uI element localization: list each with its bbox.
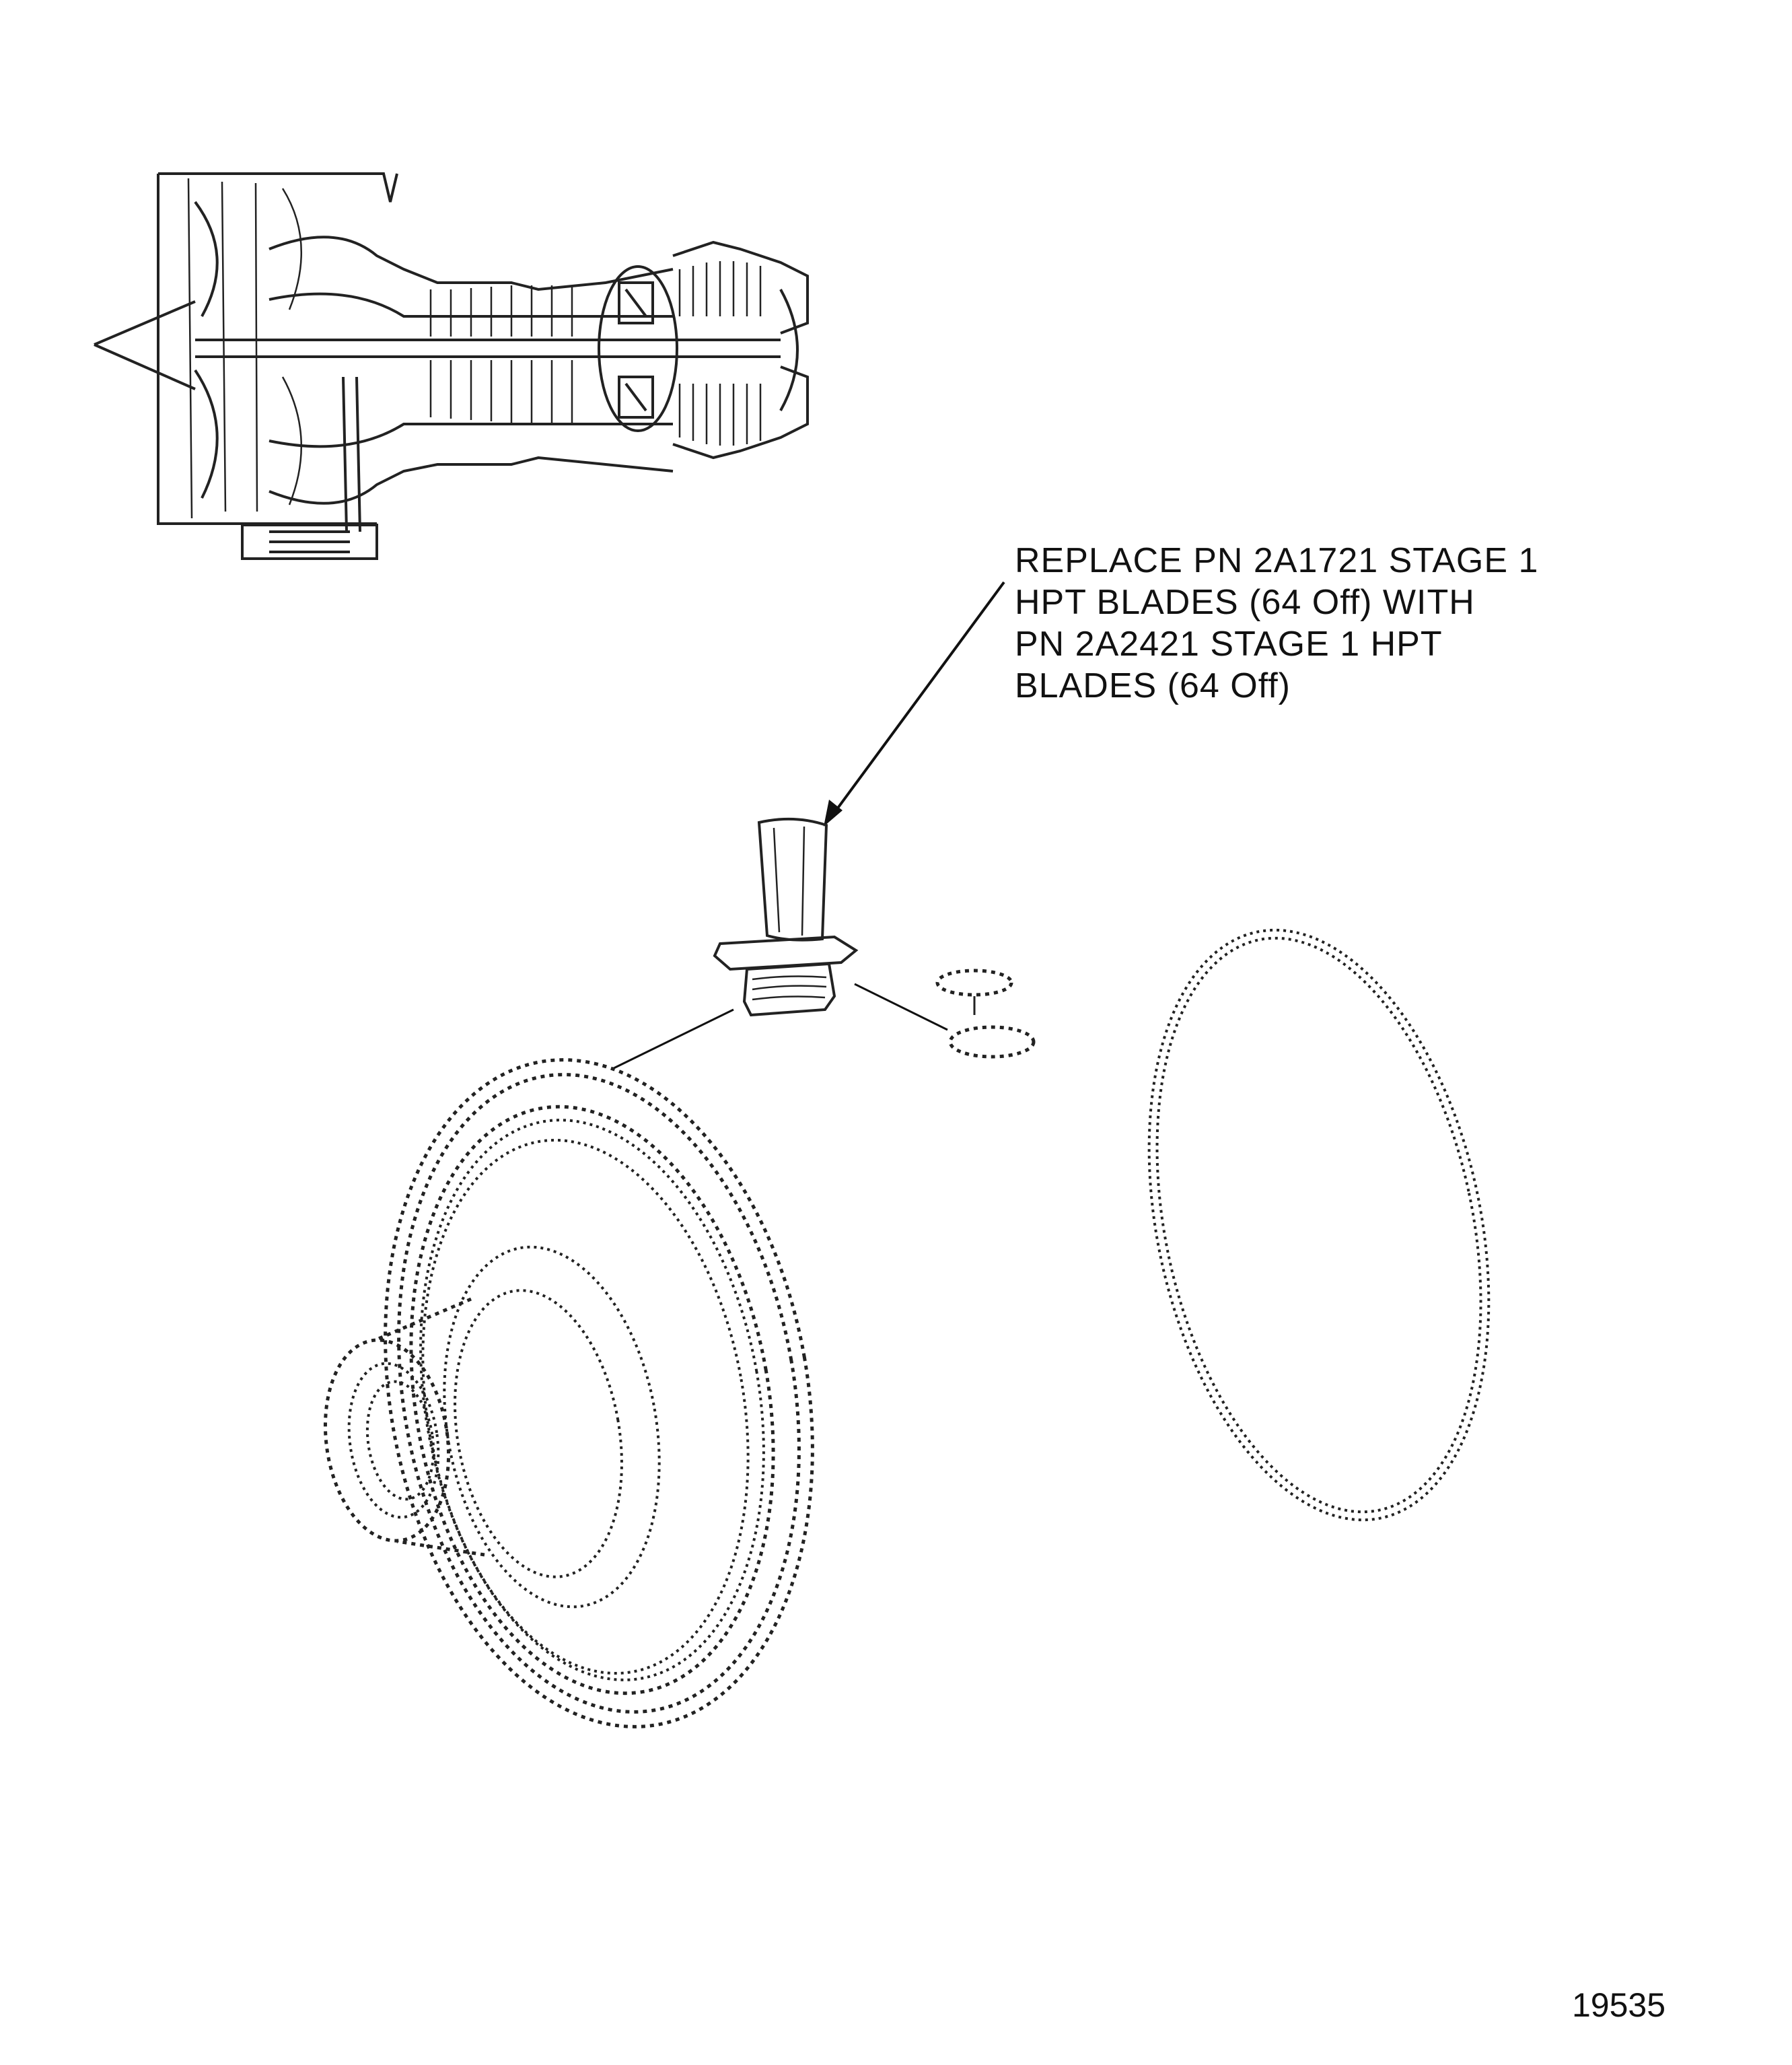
retainer-parts (935, 969, 1036, 1059)
blade-to-retainer-line (854, 983, 948, 1031)
callout-text: REPLACE PN 2A1721 STAGE 1 HPT BLADES (64… (1015, 540, 1688, 707)
callout-line-2: HPT BLADES (64 Off) WITH (1015, 583, 1475, 622)
blade-to-disk-line (612, 1008, 734, 1070)
turbine-disk (323, 1058, 814, 1728)
figure-number: 19535 (1572, 1986, 1666, 2024)
hpt-blade (713, 817, 859, 1017)
callout-line-3: PN 2A2421 STAGE 1 HPT (1015, 625, 1443, 664)
seal-ring (1147, 928, 1491, 1522)
engine-cross-section (94, 172, 809, 560)
callout-line-1: REPLACE PN 2A1721 STAGE 1 (1015, 541, 1539, 580)
callout-line-4: BLADES (64 Off) (1015, 666, 1291, 705)
callout-leader-arrow (824, 581, 1005, 827)
